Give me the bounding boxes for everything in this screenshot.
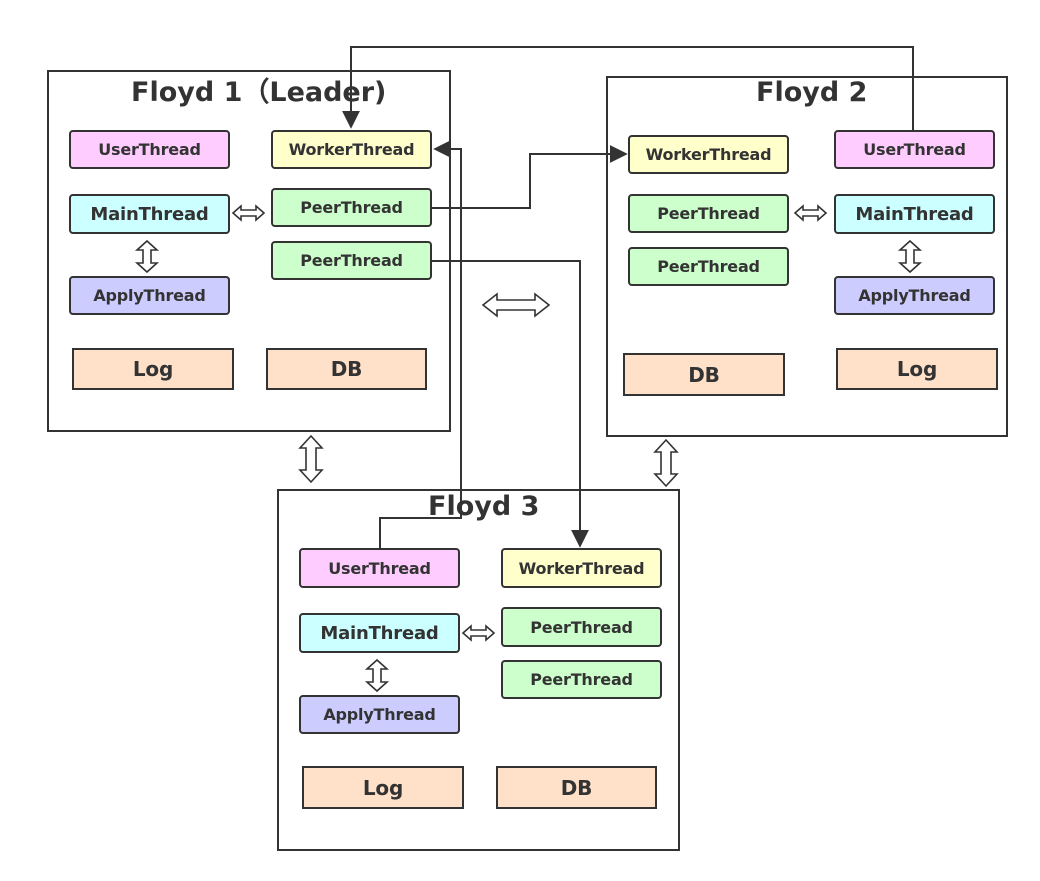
edge-floyd3-user-to-floyd1-worker [379,140,462,548]
cluster-floyd3-title: Floyd 3 [428,491,540,522]
edge-floyd2-user-to-floyd1-worker [342,46,914,130]
floyd3-peer-thread-1: PeerThread [501,607,662,647]
floyd1-log: Log [72,348,234,390]
floyd1-peer-thread-2: PeerThread [271,241,432,280]
floyd1-worker-thread: WorkerThread [271,130,432,169]
floyd2-apply-thread: ApplyThread [834,276,995,315]
floyd2-log: Log [836,348,998,390]
floyd2-db: DB [623,353,785,396]
floyd3-main-thread: MainThread [299,613,460,653]
cluster-floyd1-title: Floyd 1（Leader) [131,77,387,108]
floyd3-db: DB [496,766,657,809]
floyd1-user-thread: UserThread [69,130,230,169]
double-arrow-floyd2-peer-main [793,204,828,222]
floyd2-user-thread: UserThread [834,130,995,169]
double-arrow-center [481,292,551,318]
floyd3-log: Log [302,766,464,809]
floyd2-peer-thread-1: PeerThread [628,194,789,233]
floyd3-worker-thread: WorkerThread [501,548,662,588]
double-arrow-floyd2-floyd3 [653,438,679,488]
floyd2-peer-thread-2: PeerThread [628,247,789,286]
floyd1-main-thread: MainThread [69,194,230,234]
double-arrow-floyd1-main-peer [231,204,266,222]
double-arrow-floyd1-floyd3 [298,434,324,484]
floyd3-peer-thread-2: PeerThread [501,660,662,699]
double-arrow-floyd2-main-apply [897,239,923,274]
double-arrow-floyd1-main-apply [134,239,160,274]
cluster-floyd1 [47,70,451,432]
double-arrow-floyd3-main-apply [364,658,390,693]
cluster-floyd2-title: Floyd 2 [756,77,868,108]
floyd1-db: DB [266,348,427,390]
cluster-floyd3 [277,489,680,851]
floyd3-apply-thread: ApplyThread [299,695,460,734]
floyd1-apply-thread: ApplyThread [69,276,230,315]
double-arrow-floyd3-main-peer [461,624,496,642]
floyd2-worker-thread: WorkerThread [628,135,789,174]
cluster-floyd2 [606,76,1008,437]
edge-floyd1-peer-to-floyd3-worker [432,260,589,548]
floyd1-peer-thread-1: PeerThread [271,188,432,227]
floyd3-user-thread: UserThread [299,548,460,588]
floyd2-main-thread: MainThread [834,194,995,234]
edge-floyd1-peer-to-floyd2-worker [432,145,628,209]
